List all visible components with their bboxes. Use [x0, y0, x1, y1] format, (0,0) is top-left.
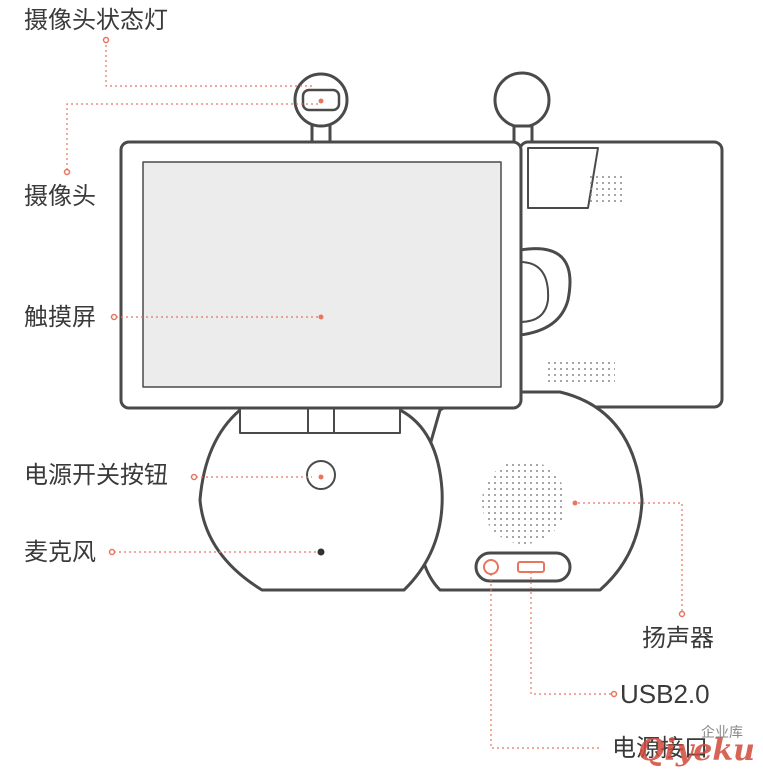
label-touchscreen: 触摸屏	[24, 303, 96, 331]
callout-dots	[63, 36, 686, 698]
callouts	[66, 40, 683, 749]
front-base	[198, 408, 444, 592]
rear-camera-ball	[493, 71, 551, 129]
touch-screen	[142, 161, 502, 388]
speaker-grille	[482, 460, 566, 544]
label-camera-status-light: 摄像头状态灯	[24, 6, 168, 34]
rear-device	[416, 71, 724, 592]
watermark-sub: 企业库	[701, 725, 743, 741]
watermark-logo: Qiyeku	[638, 733, 755, 768]
label-microphone: 麦克风	[24, 538, 96, 566]
usb-port	[517, 561, 545, 573]
power-port	[483, 559, 499, 575]
label-camera: 摄像头	[24, 182, 96, 210]
label-speaker: 扬声器	[642, 624, 714, 652]
label-power-button: 电源开关按钮	[24, 461, 168, 489]
microphone-hole	[317, 548, 325, 556]
label-power-port: 电源接口	[612, 734, 708, 762]
front-device	[119, 72, 523, 592]
label-usb: USB2.0	[620, 679, 710, 709]
